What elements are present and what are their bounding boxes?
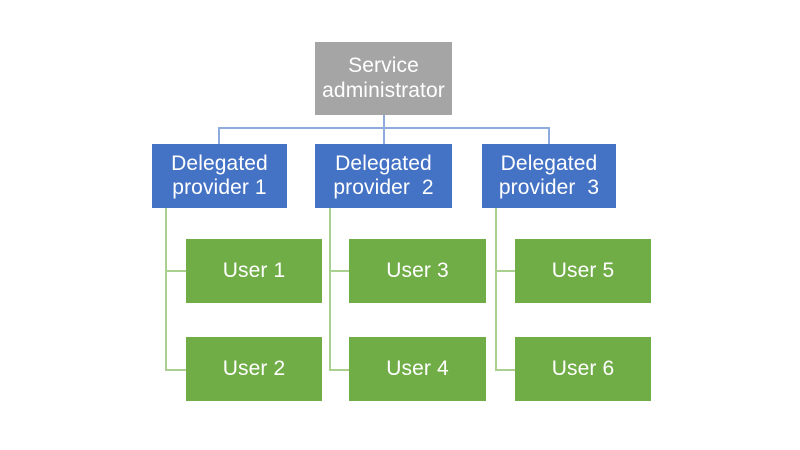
connector-drop-provider-3 — [548, 127, 550, 144]
node-delegated-provider-3[interactable]: Delegated provider 3 — [482, 144, 616, 208]
connector-branch-user-3 — [329, 270, 349, 272]
connector-drop-provider-1 — [218, 127, 220, 144]
connector-trunk-provider-3 — [495, 208, 497, 371]
connector-trunk-provider-1 — [165, 208, 167, 371]
node-service-administrator[interactable]: Service administrator — [315, 42, 452, 115]
connector-root-stem — [383, 115, 385, 129]
node-delegated-provider-2[interactable]: Delegated provider 2 — [315, 144, 452, 208]
node-user-4[interactable]: User 4 — [349, 337, 486, 401]
connector-trunk-provider-2 — [329, 208, 331, 371]
connector-branch-user-4 — [329, 369, 349, 371]
connector-drop-provider-2 — [383, 127, 385, 144]
node-user-6[interactable]: User 6 — [515, 337, 651, 401]
node-user-5[interactable]: User 5 — [515, 239, 651, 303]
node-user-3[interactable]: User 3 — [349, 239, 486, 303]
node-user-2[interactable]: User 2 — [186, 337, 322, 401]
connector-branch-user-2 — [165, 369, 186, 371]
connector-branch-user-6 — [495, 369, 515, 371]
connector-branch-user-1 — [165, 270, 186, 272]
connector-branch-user-5 — [495, 270, 515, 272]
node-delegated-provider-1[interactable]: Delegated provider 1 — [152, 144, 287, 208]
node-user-1[interactable]: User 1 — [186, 239, 322, 303]
